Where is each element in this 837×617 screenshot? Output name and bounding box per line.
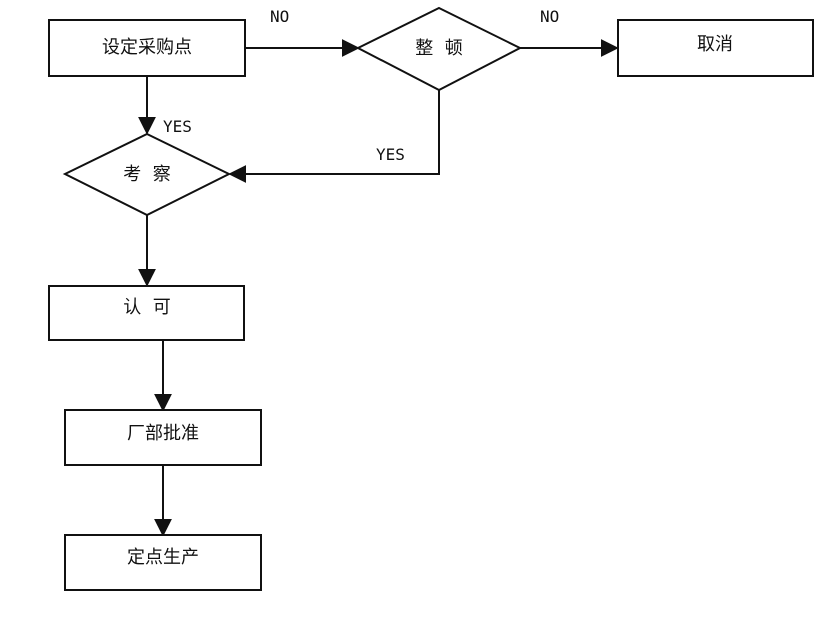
edge-label-rectify-to-cancel: NO: [540, 7, 559, 26]
node-label-inspect: 考 察: [123, 164, 170, 185]
edge-label-rectify-to-inspect: YES: [376, 145, 405, 164]
node-designated-production[interactable]: 定点生产: [64, 534, 262, 591]
node-label-designated-production: 定点生产: [127, 547, 199, 568]
node-approve[interactable]: 认 可: [48, 285, 245, 341]
node-rectify[interactable]: 整 顿: [355, 6, 523, 92]
node-factory-approval[interactable]: 厂部批准: [64, 409, 262, 466]
node-label-set-purchase-point: 设定采购点: [102, 37, 192, 58]
node-set-purchase-point[interactable]: 设定采购点: [48, 19, 246, 77]
edge-set-to-rectify: NO: [245, 7, 360, 57]
node-cancel[interactable]: 取消: [617, 19, 814, 77]
node-label-cancel: 取消: [697, 34, 733, 55]
node-label-approve: 认 可: [123, 297, 170, 318]
node-label-rectify: 整 顿: [415, 38, 462, 59]
node-inspect[interactable]: 考 察: [62, 132, 232, 217]
edge-label-set-to-rectify: NO: [270, 7, 289, 26]
edge-set-to-inspect: YES: [138, 76, 192, 136]
edge-label-set-to-inspect: YES: [163, 117, 192, 136]
node-label-factory-approval: 厂部批准: [127, 423, 199, 444]
edge-rectify-to-inspect: YES: [228, 90, 440, 183]
edge-rectify-to-cancel: NO: [520, 7, 619, 57]
